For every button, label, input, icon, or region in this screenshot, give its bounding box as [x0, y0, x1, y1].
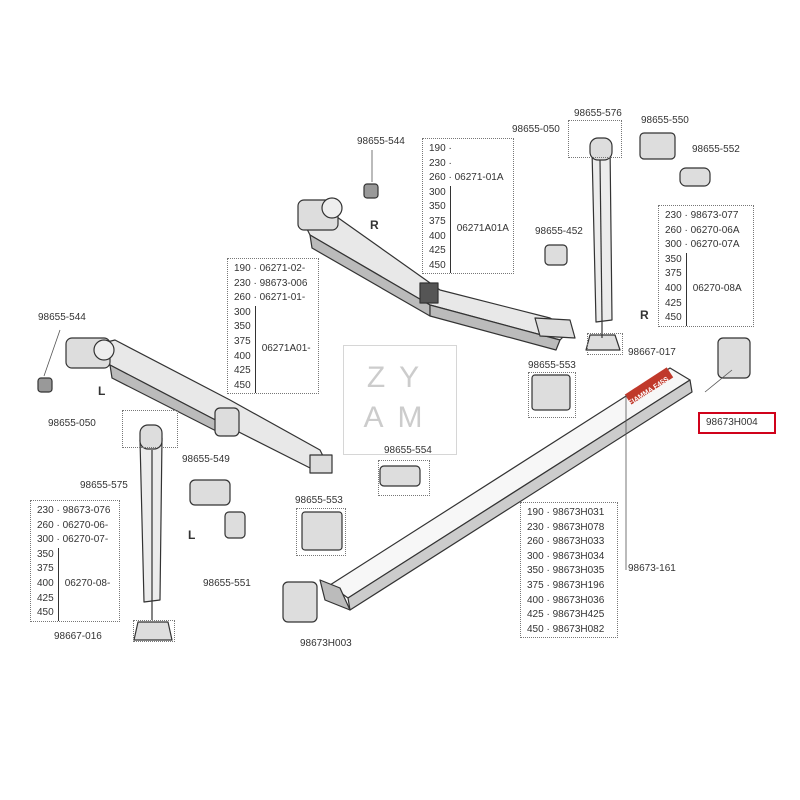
part-label-98655-050-right: 98655-050: [512, 124, 560, 135]
right-arm-illustration: [297, 197, 576, 351]
watermark-line-2: AM: [363, 401, 437, 434]
front-profile-illustration: [319, 367, 693, 611]
part-box-98655-553-left: [296, 508, 346, 556]
left-leg-illustration: [133, 424, 173, 641]
table-group-code: 06270-08-: [64, 577, 111, 589]
table-row: 300 · 98673H034: [527, 550, 605, 562]
part-box-98655-575: [122, 410, 178, 448]
side-marker-l-arm: L: [98, 384, 106, 398]
table-size: 425: [37, 592, 54, 604]
part-box-98655-576: [568, 120, 622, 158]
table-row: 230 · 98673-006: [234, 277, 308, 289]
table-size: 400: [37, 577, 54, 589]
table-size: 400: [429, 230, 446, 242]
part-label-98655-549: 98655-549: [182, 454, 230, 465]
table-size: 375: [429, 215, 446, 227]
table-row: 260 · 06270-06A: [665, 224, 740, 236]
part-label-98655-575: 98655-575: [80, 480, 128, 491]
leader-lines: [43, 150, 733, 570]
table-row: 190 · 06271-02-: [234, 263, 306, 274]
table-size: 425: [234, 365, 251, 377]
table-group-code: 06271A01A: [456, 223, 509, 235]
part-box-98655-554: [378, 460, 430, 496]
watermark-line-1: ZY: [366, 361, 434, 394]
table-row: 190 ·: [429, 143, 452, 154]
side-marker-r-arm: R: [370, 218, 379, 232]
table-size: 350: [37, 548, 54, 560]
side-marker-l-parts: L: [188, 528, 196, 542]
table-row: 230 · 98673H078: [527, 521, 605, 533]
left-arm-illustration: [65, 337, 333, 474]
table-size: 425: [429, 245, 446, 257]
table-row: 300 · 06270-07A: [665, 239, 740, 251]
table-row: 400 · 98673H036: [527, 594, 605, 606]
part-box-98667-016: [133, 620, 175, 642]
part-label-98655-544-right: 98655-544: [357, 136, 405, 147]
table-row: 260 · 06271-01A: [429, 172, 504, 184]
springs-illustration: [37, 183, 379, 393]
size-table-left-leg: 230 · 98673-076 260 · 06270-06- 300 · 06…: [30, 500, 120, 622]
part-label-98655-550: 98655-550: [641, 115, 689, 126]
size-table-left-arm: 190 · 06271-02- 230 · 98673-006 260 · 06…: [227, 258, 319, 394]
part-label-98655-544-left: 98655-544: [38, 312, 86, 323]
table-size: 375: [37, 563, 54, 575]
part-label-98673-161: 98673-161: [628, 563, 676, 574]
right-leg-illustration: [585, 137, 621, 351]
table-size: 400: [234, 350, 251, 362]
table-row: 425 · 98673H425: [527, 609, 605, 621]
part-label-98655-553-left: 98655-553: [295, 495, 343, 506]
size-table-right-leg: 230 · 98673-077 260 · 06270-06A 300 · 06…: [658, 205, 754, 327]
table-size: 450: [234, 379, 251, 391]
small-parts-illustration: [189, 132, 751, 623]
table-row: 230 ·: [429, 157, 452, 169]
table-size: 350: [429, 201, 446, 213]
size-table-front-profile: 190 · 98673H031 230 · 98673H078 260 · 98…: [520, 502, 618, 638]
table-size: 450: [665, 312, 682, 324]
side-marker-r-leg: R: [640, 308, 649, 322]
table-size: 350: [234, 321, 251, 333]
table-row: 230 · 98673-076: [37, 505, 111, 516]
part-label-98655-554: 98655-554: [384, 445, 432, 456]
table-row: 260 · 06270-06-: [37, 519, 109, 531]
table-size: 300: [429, 186, 446, 198]
part-label-98655-576: 98655-576: [574, 108, 622, 119]
part-label-98655-452: 98655-452: [535, 226, 583, 237]
highlighted-part-box: [698, 412, 776, 434]
table-row: 260 · 98673H033: [527, 536, 605, 548]
table-row: 230 · 98673-077: [665, 210, 739, 221]
table-row: 375 · 98673H196: [527, 579, 605, 591]
table-row: 190 · 98673H031: [527, 507, 605, 518]
table-row: 450 · 98673H082: [527, 623, 605, 635]
table-size: 375: [665, 268, 682, 280]
table-group: 350 375 400 425 450 06270-08-: [37, 547, 113, 621]
watermark: ZY AM: [343, 345, 457, 455]
table-size: 450: [37, 607, 54, 619]
part-label-98655-553-right: 98655-553: [528, 360, 576, 371]
table-group-code: 06270-08A: [692, 282, 742, 294]
part-box-98667-017: [587, 333, 623, 355]
table-group: 300 350 375 400 425 450 06271A01A: [429, 185, 509, 274]
part-label-98667-017: 98667-017: [628, 347, 676, 358]
table-size: 425: [665, 297, 682, 309]
table-size: 400: [665, 282, 682, 294]
part-label-98673H004: 98673H004: [706, 417, 758, 428]
table-size: 300: [234, 306, 251, 318]
part-label-98655-050-left: 98655-050: [48, 418, 96, 429]
table-row: 350 · 98673H035: [527, 565, 605, 577]
part-box-98655-553-right: [528, 372, 576, 418]
part-label-98655-552: 98655-552: [692, 144, 740, 155]
table-row: 300 · 06270-07-: [37, 534, 109, 546]
table-row: 260 · 06271-01-: [234, 292, 306, 304]
table-group: 350 375 400 425 450 06270-08A: [665, 252, 747, 326]
table-group: 300 350 375 400 425 450 06271A01-: [234, 305, 312, 394]
table-group-code: 06271A01-: [261, 343, 311, 355]
size-table-right-arm: 190 · 230 · 260 · 06271-01A 300 350 375 …: [422, 138, 514, 274]
part-label-98655-551: 98655-551: [203, 578, 251, 589]
part-label-98667-016: 98667-016: [54, 631, 102, 642]
table-size: 375: [234, 335, 251, 347]
table-size: 350: [665, 253, 682, 265]
table-size: 450: [429, 259, 446, 271]
part-label-98673H003: 98673H003: [300, 638, 352, 649]
